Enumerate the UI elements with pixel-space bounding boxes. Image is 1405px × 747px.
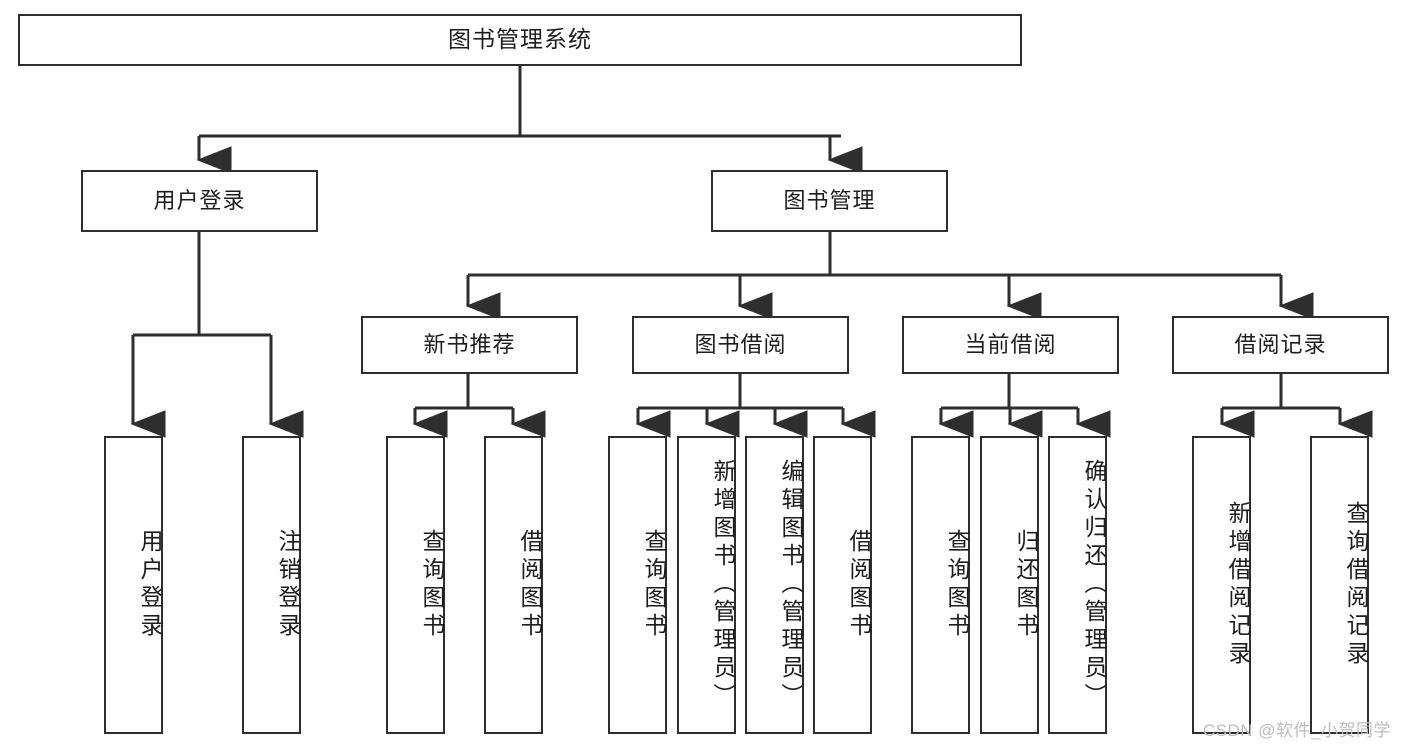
- leaf-borrow-book-1[interactable]: 借阅图书: [484, 436, 543, 734]
- leaf-user-login[interactable]: 用户登录: [104, 436, 163, 734]
- leaf-confirm-return[interactable]: 确认归还（管理员）: [1048, 436, 1107, 734]
- node-root[interactable]: 图书管理系统: [18, 14, 1022, 66]
- node-book-manage[interactable]: 图书管理: [711, 170, 948, 232]
- leaf-query-borrow-record[interactable]: 查询借阅记录: [1310, 436, 1369, 734]
- leaf-add-borrow-record[interactable]: 新增借阅记录: [1192, 436, 1251, 734]
- leaf-logout[interactable]: 注销登录: [242, 436, 301, 734]
- leaf-query-book-1[interactable]: 查询图书: [386, 436, 445, 734]
- leaf-add-book[interactable]: 新增图书（管理员）: [677, 436, 736, 734]
- leaf-return-book[interactable]: 归还图书: [980, 436, 1039, 734]
- leaf-borrow-book-2[interactable]: 借阅图书: [813, 436, 872, 734]
- node-new-book-recommend[interactable]: 新书推荐: [361, 316, 578, 374]
- node-user-login[interactable]: 用户登录: [81, 170, 318, 232]
- node-current-borrow[interactable]: 当前借阅: [902, 316, 1119, 374]
- watermark: CSDN @软件_小贺同学: [1202, 721, 1391, 740]
- node-book-borrow[interactable]: 图书借阅: [632, 316, 849, 374]
- leaf-query-book-2[interactable]: 查询图书: [608, 436, 667, 734]
- node-borrow-record[interactable]: 借阅记录: [1172, 316, 1389, 374]
- leaf-edit-book[interactable]: 编辑图书（管理员）: [745, 436, 804, 734]
- leaf-query-book-3[interactable]: 查询图书: [911, 436, 970, 734]
